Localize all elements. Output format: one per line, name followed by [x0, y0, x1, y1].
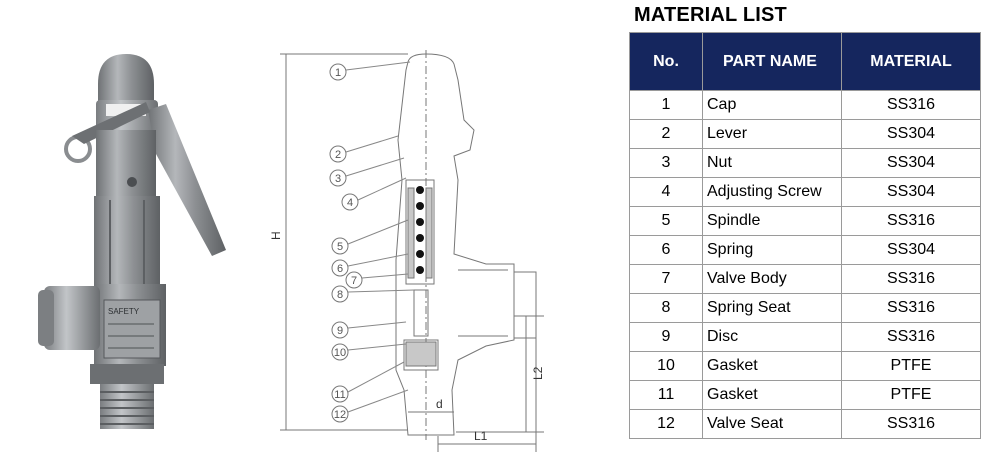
callout-circle-10: [331, 343, 349, 361]
table-row: 10 Gasket PTFE: [629, 351, 981, 381]
table-row: 9 Disc SS316: [629, 322, 981, 352]
callout-label-4: 4: [347, 197, 353, 209]
row-part: Disc: [702, 322, 842, 352]
row-part: Adjusting Screw: [702, 177, 842, 207]
row-no: 4: [629, 177, 703, 207]
row-no: 3: [629, 148, 703, 178]
photo-side-port: [44, 286, 100, 350]
valve-section-drawing: 1 2 3 4 5 6 7 8 9 10 11 12 H d L1 L2: [269, 50, 545, 452]
callout-label-5: 5: [337, 241, 343, 253]
callout-circle-8: [331, 285, 349, 303]
row-no: 2: [629, 119, 703, 149]
row-part: Gasket: [702, 351, 842, 381]
row-material: SS316: [841, 264, 981, 294]
callout-label-12: 12: [334, 409, 346, 421]
table-row: 11 Gasket PTFE: [629, 380, 981, 410]
callout-circle-2: [329, 145, 347, 163]
thread-dimension-label: d: [436, 397, 443, 411]
row-no: 11: [629, 380, 703, 410]
row-part: Gasket: [702, 380, 842, 410]
photo-spring-housing: [94, 196, 160, 288]
row-material: SS316: [841, 206, 981, 236]
callout-circle-4: [341, 193, 359, 211]
photo-thread: [100, 384, 154, 429]
row-no: 9: [629, 322, 703, 352]
table-row: 7 Valve Body SS316: [629, 264, 981, 294]
callout-label-7: 7: [351, 275, 357, 287]
table-row: 6 Spring SS304: [629, 235, 981, 265]
row-no: 7: [629, 264, 703, 294]
callout-label-1: 1: [335, 67, 341, 79]
row-part: Spring Seat: [702, 293, 842, 323]
row-material: SS304: [841, 235, 981, 265]
table-row: 2 Lever SS304: [629, 119, 981, 149]
callout-circle-11: [331, 385, 349, 403]
table-row: 3 Nut SS304: [629, 148, 981, 178]
row-material: SS316: [841, 409, 981, 439]
callout-label-8: 8: [337, 289, 343, 301]
callout-label-9: 9: [337, 325, 343, 337]
row-part: Valve Seat: [702, 409, 842, 439]
row-no: 8: [629, 293, 703, 323]
drawing-valve-outline: [395, 53, 515, 436]
header-material: MATERIAL: [841, 32, 981, 91]
valve-photo: SAFETY: [38, 54, 226, 429]
material-list-title: MATERIAL LIST: [634, 4, 787, 26]
row-material: SS316: [841, 293, 981, 323]
row-material: PTFE: [841, 351, 981, 381]
l2-dimension-label: L2: [531, 366, 545, 380]
row-material: SS316: [841, 322, 981, 352]
l1-dimension-label: L1: [474, 429, 488, 443]
callout-circle-6: [331, 259, 349, 277]
row-no: 10: [629, 351, 703, 381]
row-no: 5: [629, 206, 703, 236]
row-material: SS304: [841, 119, 981, 149]
callout-label-6: 6: [337, 263, 343, 275]
callout-label-10: 10: [334, 347, 346, 359]
header-part-name: PART NAME: [702, 32, 842, 91]
callout-circle-9: [331, 321, 349, 339]
row-material: SS316: [841, 90, 981, 120]
photo-nameplate-label: SAFETY: [108, 307, 140, 316]
callout-circle-3: [329, 169, 347, 187]
photo-cap: [98, 54, 154, 102]
callout-circle-1: [329, 63, 347, 81]
table-row: 4 Adjusting Screw SS304: [629, 177, 981, 207]
row-part: Spindle: [702, 206, 842, 236]
row-part: Valve Body: [702, 264, 842, 294]
callout-label-2: 2: [335, 149, 341, 161]
table-row: 8 Spring Seat SS316: [629, 293, 981, 323]
row-no: 1: [629, 90, 703, 120]
row-part: Lever: [702, 119, 842, 149]
table-row: 5 Spindle SS316: [629, 206, 981, 236]
callout-circle-7: [345, 271, 363, 289]
photo-bonnet: [96, 130, 156, 198]
row-no: 6: [629, 235, 703, 265]
row-part: Nut: [702, 148, 842, 178]
height-dimension-label: H: [269, 231, 283, 240]
material-table: No. PART NAME MATERIAL 1 Cap SS316 2 Lev…: [629, 32, 981, 439]
row-part: Spring: [702, 235, 842, 265]
row-part: Cap: [702, 90, 842, 120]
table-row: 1 Cap SS316: [629, 90, 981, 120]
row-material: SS304: [841, 148, 981, 178]
callout-circle-12: [331, 405, 349, 423]
spring-coils: [416, 186, 424, 274]
photo-lever-arm: [148, 104, 226, 256]
header-no: No.: [629, 32, 703, 91]
row-material: SS304: [841, 177, 981, 207]
table-row: 12 Valve Seat SS316: [629, 409, 981, 439]
callout-circle-5: [331, 237, 349, 255]
callout-label-11: 11: [334, 389, 345, 401]
row-no: 12: [629, 409, 703, 439]
row-material: PTFE: [841, 380, 981, 410]
photo-hex-nut: [90, 364, 164, 384]
material-table-header: No. PART NAME MATERIAL: [629, 32, 981, 91]
callout-label-3: 3: [335, 173, 341, 185]
